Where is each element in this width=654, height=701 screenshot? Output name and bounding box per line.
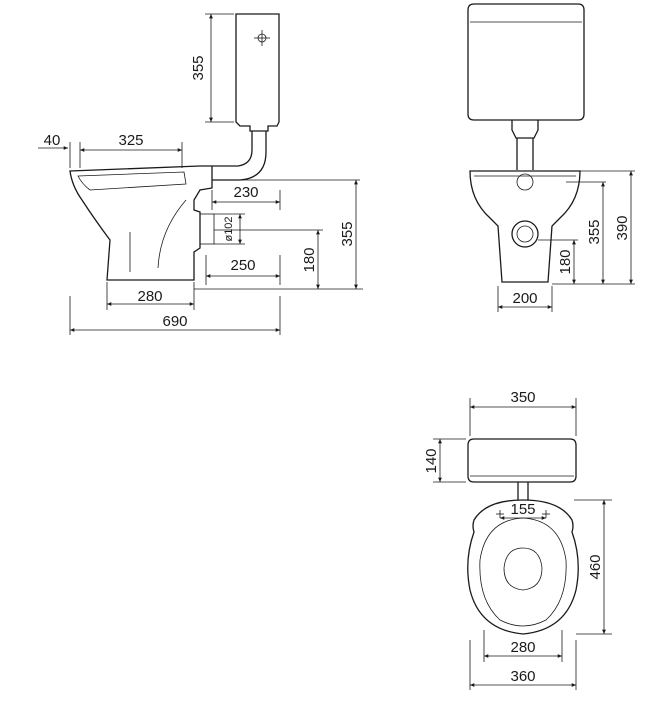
dim-label: 460 xyxy=(587,554,604,579)
side-cistern xyxy=(235,13,280,132)
side-outlet xyxy=(199,213,215,245)
top-view xyxy=(467,438,579,635)
front-outlet xyxy=(511,220,539,248)
dim-label: 250 xyxy=(230,257,255,274)
dim-label: 280 xyxy=(137,288,162,305)
dim-label: 355 xyxy=(339,221,356,246)
dim-label: 155 xyxy=(510,501,535,518)
side-dim-labels: 355 40 325 230 ø102 250 180 355 280 690 xyxy=(44,55,356,330)
top-dim-labels: 350 140 155 460 280 360 xyxy=(423,389,604,685)
front-dim-lines xyxy=(497,170,635,312)
dim-label: 325 xyxy=(118,132,143,149)
dim-label: 350 xyxy=(510,389,535,406)
side-flush-pipe xyxy=(212,131,253,167)
top-bowl-outer xyxy=(467,499,579,635)
top-cistern xyxy=(467,438,577,483)
top-flush-pipe xyxy=(517,482,529,500)
dim-label: 355 xyxy=(586,219,603,244)
side-flush-button-icon xyxy=(254,30,270,46)
front-flush-pipe xyxy=(516,138,534,170)
front-inlet xyxy=(516,173,534,191)
front-dim-labels: 180 355 390 200 xyxy=(512,215,631,307)
dim-label: 200 xyxy=(512,290,537,307)
dim-label: 360 xyxy=(510,668,535,685)
dim-label: 40 xyxy=(44,132,61,149)
side-bowl xyxy=(69,165,213,281)
dim-label: 230 xyxy=(233,184,258,201)
dim-label: 690 xyxy=(162,313,187,330)
side-view xyxy=(69,13,280,281)
top-seat-opening xyxy=(503,547,543,591)
dim-label: 180 xyxy=(301,247,318,272)
front-cistern xyxy=(467,3,585,121)
dim-label: 180 xyxy=(557,249,574,274)
dim-label: 390 xyxy=(614,215,631,240)
front-bowl xyxy=(469,170,581,283)
dim-label: 355 xyxy=(190,55,207,80)
side-dim-lines xyxy=(38,13,363,335)
dim-label: ø102 xyxy=(223,216,235,241)
dim-label: 140 xyxy=(423,448,440,473)
front-view xyxy=(467,3,585,283)
top-dim-lines xyxy=(433,398,612,690)
dim-label: 280 xyxy=(510,639,535,656)
